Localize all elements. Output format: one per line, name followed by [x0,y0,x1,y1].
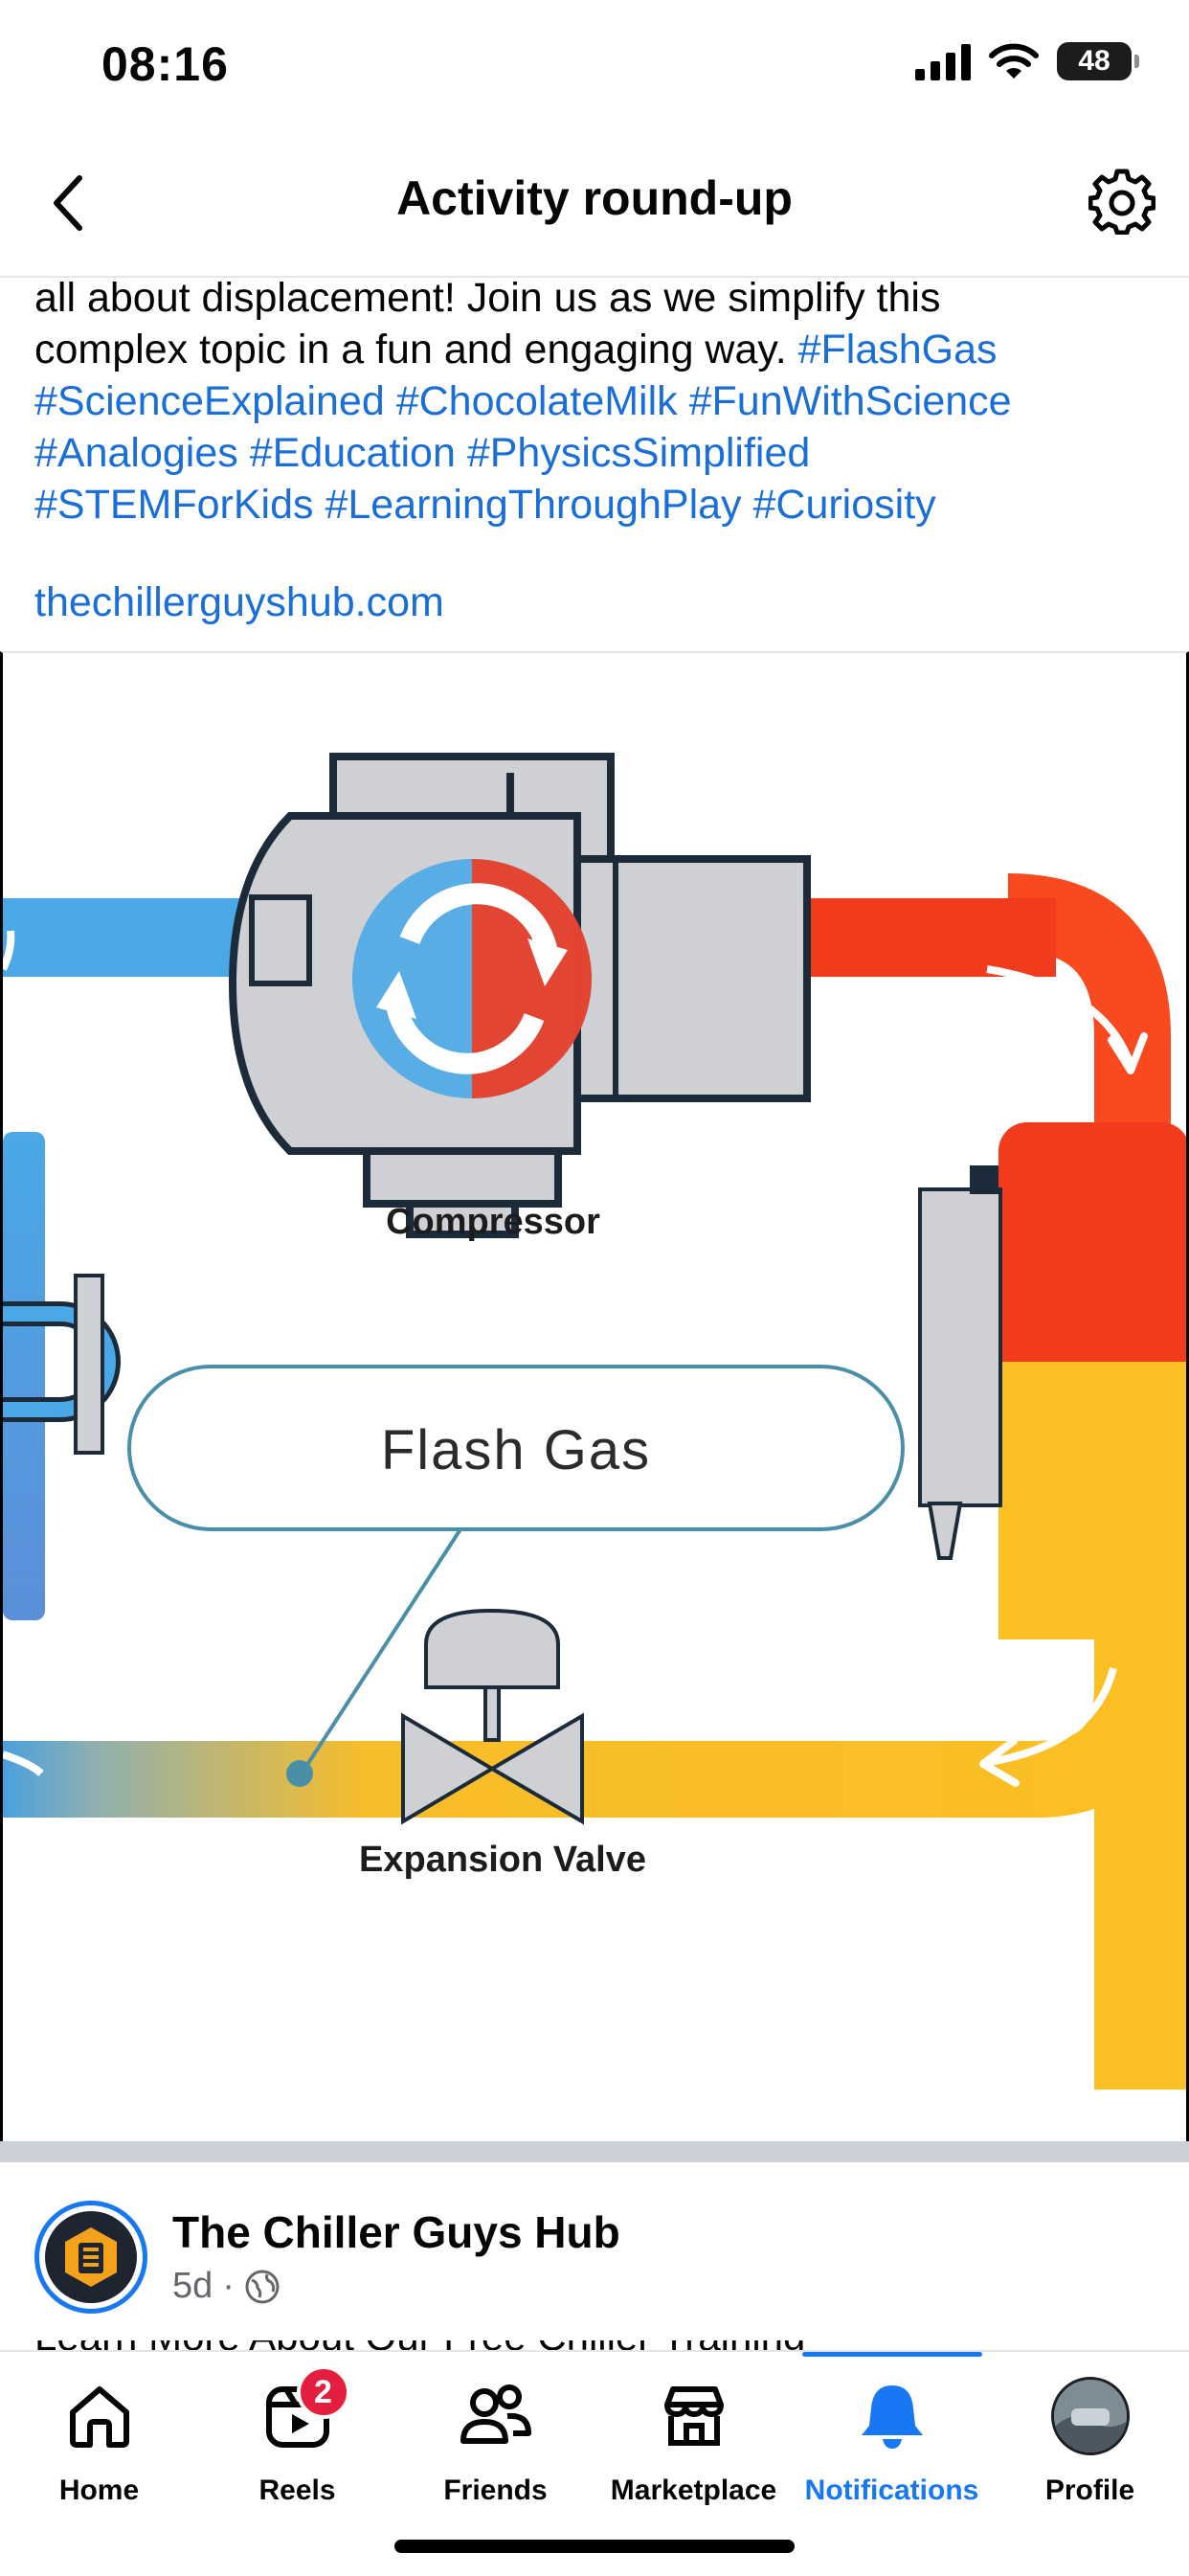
caption-text: complex topic in a fun and engaging way. [34,327,798,373]
cellular-signal-icon [915,44,971,80]
tab-notifications-label: Notifications [804,2474,979,2506]
tab-marketplace-label: Marketplace [610,2474,777,2506]
tab-reels-label: Reels [258,2474,336,2506]
tab-profile-label: Profile [1044,2474,1135,2506]
nav-header: Activity round-up [0,134,1189,278]
refrigeration-diagram: Compressor Flash Gas Expansion Valve [3,753,1186,2090]
caption-text: all about displacement! Join us as we si… [34,275,941,321]
page-title: Activity round-up [396,171,793,225]
hashtag-link[interactable]: #FlashGas [797,327,998,373]
profile-avatar [1050,2377,1130,2455]
post-meta: 5d · [172,2266,280,2307]
friends-icon [460,2384,531,2444]
flash-gas-callout [127,1365,905,1531]
compressor [228,753,811,1238]
tab-marketplace[interactable]: Marketplace [594,2373,793,2545]
tab-friends[interactable]: Friends [396,2373,594,2545]
globe-icon [245,2270,280,2303]
evaporator [3,1274,121,1455]
tab-home-label: Home [58,2474,140,2506]
expansion-valve-label: Expansion Valve [359,1840,646,1880]
hashtag-link[interactable]: #STEMForKids #LearningThroughPlay #Curio… [34,482,936,528]
chevron-left-icon [54,175,82,231]
reels-badge: 2 [296,2365,350,2419]
caption-line: #ScienceExplained #ChocolateMilk #FunWit… [34,375,1164,427]
meta-separator: · [222,2266,235,2306]
battery-indicator: 48 [1057,42,1139,80]
home-indicator [394,2540,795,2553]
chiller-logo-icon [65,2227,117,2287]
bottom-tab-bar: Home 2 Reels Friends [0,2350,1189,2576]
tab-home[interactable]: Home [0,2373,198,2545]
flash-gas-label: Flash Gas [381,1419,651,1481]
caption-line: all about displacement! Join us as we si… [34,272,1164,324]
status-time: 08:16 [101,37,229,91]
profile-photo-icon [1053,2380,1127,2452]
status-icons: 48 [915,42,1139,80]
tab-reels[interactable]: 2 Reels [198,2365,396,2545]
settings-button[interactable] [1084,163,1160,239]
post-link[interactable]: thechillerguyshub.com [34,579,444,625]
tab-notifications[interactable]: Notifications [793,2373,991,2545]
tab-profile[interactable]: Profile [991,2373,1189,2545]
author-name[interactable]: The Chiller Guys Hub [172,2207,620,2257]
marketplace-icon [663,2386,724,2446]
expansion-valve [401,1608,584,1825]
author-avatar[interactable] [34,2201,147,2314]
feed-divider [0,2141,1189,2162]
caption-line: #STEMForKids #LearningThroughPlay #Curio… [34,479,1164,531]
wifi-icon [989,43,1039,79]
hashtag-link[interactable]: #Analogies #Education #PhysicsSimplified [34,430,811,476]
active-tab-indicator [802,2352,982,2357]
gear-icon [1088,169,1155,235]
home-icon [69,2386,129,2448]
post-media[interactable]: Compressor Flash Gas Expansion Valve [0,651,1189,2141]
post-caption: all about displacement! Join us as we si… [34,272,1164,531]
hashtag-link[interactable]: #ScienceExplained #ChocolateMilk #FunWit… [34,378,1012,424]
tab-friends-label: Friends [443,2474,548,2506]
compressor-label: Compressor [386,1202,600,1242]
post-author-row: The Chiller Guys Hub 5d · Learn More Abo… [0,2162,1189,2359]
back-button[interactable] [34,165,101,241]
bell-icon [861,2385,923,2449]
post-time: 5d [172,2266,213,2306]
caption-line: complex topic in a fun and engaging way.… [34,324,1164,375]
caption-line: #Analogies #Education #PhysicsSimplified [34,427,1164,479]
status-bar: 08:16 48 [0,0,1189,134]
